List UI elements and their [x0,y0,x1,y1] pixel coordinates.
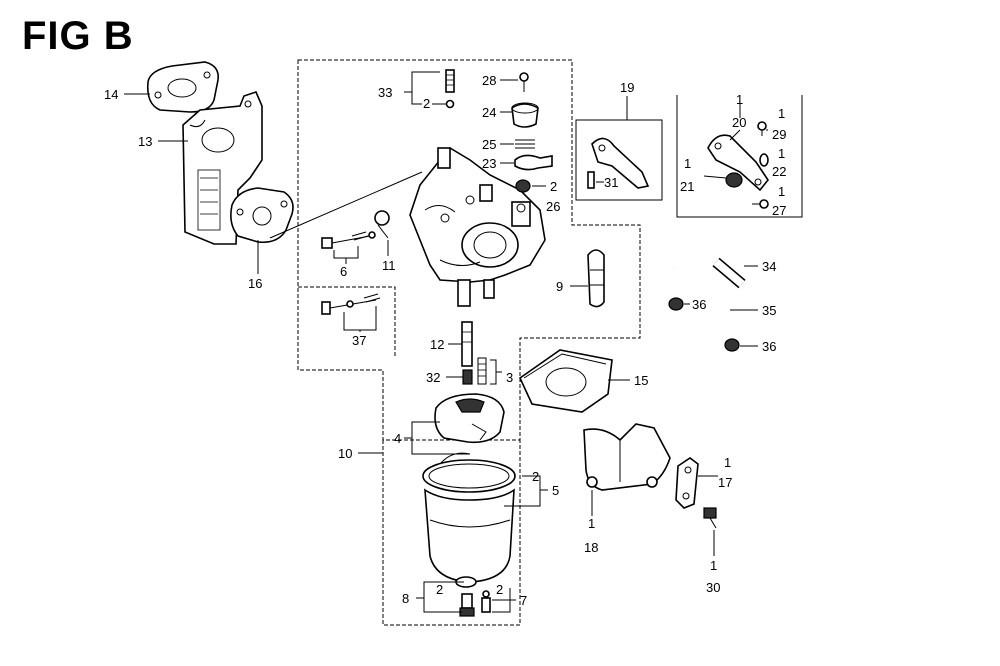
part-32-jet [462,369,473,385]
label-35: 35 [762,303,776,318]
label-1-17: 1 [724,455,731,470]
label-1-18: 1 [588,516,595,531]
label-13: 13 [138,134,152,149]
label-14: 14 [104,87,118,102]
part-27-washer [759,199,769,209]
box-19 [575,119,663,201]
label-11: 11 [382,258,396,273]
label-8: 8 [402,591,409,606]
label-27: 27 [772,203,786,218]
label-17: 17 [718,475,732,490]
label-21: 21 [680,179,694,194]
part-9-float-pin [587,249,605,308]
label-2-bolt: 2 [436,582,443,597]
label-36-upper: 36 [692,297,706,312]
label-23: 23 [482,156,496,171]
part-number-labels: 14 13 16 33 2 28 24 25 23 2 26 19 31 1 2… [104,73,786,608]
figure-title: FIG B [22,14,134,58]
part-22-washer [759,153,769,167]
label-33: 33 [378,85,392,100]
part-37-assembly [321,293,381,315]
label-5: 5 [552,483,559,498]
label-3: 3 [506,370,513,385]
part-35-tube [669,251,731,331]
part-6-pilot-screw [321,231,376,249]
label-20: 20 [732,115,746,130]
part-16-gasket [230,187,294,244]
label-32: 32 [426,370,440,385]
label-24: 24 [482,105,496,120]
part-5-float-bowl [422,452,516,588]
box-20 [676,95,803,218]
label-1-27: 1 [778,184,785,199]
part-29-screw [757,121,767,136]
label-2-mid: 2 [550,179,557,194]
part-30-bolt [703,507,717,529]
part-34-tube [712,257,746,289]
label-22: 22 [772,164,786,179]
part-24-cap [511,102,539,128]
part-21-spring [725,172,743,188]
part-36-clip-upper [668,297,684,311]
part-28-screw [519,72,529,92]
label-26: 26 [546,199,560,214]
part-3-needle [477,357,487,385]
label-6: 6 [340,264,347,279]
part-18-bracket [583,423,671,491]
label-2-drain: 2 [496,582,503,597]
part-11-screw [374,210,390,239]
part-4-float [434,393,505,444]
part-33-screw [445,69,455,109]
label-29: 29 [772,127,786,142]
label-37: 37 [352,333,366,348]
label-1-22: 1 [778,146,785,161]
part-15-gasket [518,349,613,413]
label-30: 30 [706,580,720,595]
label-18: 18 [584,540,598,555]
label-19: 19 [620,80,634,95]
part-26-spring [515,179,531,193]
part-36-clip-lower [724,338,740,352]
label-1-20: 1 [736,92,743,107]
label-9: 9 [556,279,563,294]
leader-lines [124,71,768,613]
label-4: 4 [394,431,401,446]
part-13-bracket [182,91,263,245]
label-16: 16 [248,276,262,291]
part-19-lever [587,137,650,189]
part-7-drain-screw [481,590,491,613]
label-2-bowl: 2 [532,469,539,484]
label-10: 10 [338,446,352,461]
part-20-choke-lever [707,134,769,192]
label-31: 31 [604,175,618,190]
part-23-diaphragm [514,154,553,171]
part-25-spring [515,139,535,149]
label-7: 7 [520,593,527,608]
label-12: 12 [430,337,444,352]
part-8-bolt [459,593,475,617]
part-14-gasket [146,61,220,113]
label-1-30: 1 [710,558,717,573]
assembly-boundary [297,59,641,626]
label-2-top: 2 [423,96,430,111]
label-15: 15 [634,373,648,388]
label-25: 25 [482,137,496,152]
label-34: 34 [762,259,776,274]
part-17-clip [675,457,699,509]
part-12-nozzle [461,321,473,367]
label-1-21: 1 [684,156,691,171]
label-28: 28 [482,73,496,88]
carburetor-body [269,146,546,307]
label-36-lower: 36 [762,339,776,354]
label-1-29: 1 [778,106,785,121]
